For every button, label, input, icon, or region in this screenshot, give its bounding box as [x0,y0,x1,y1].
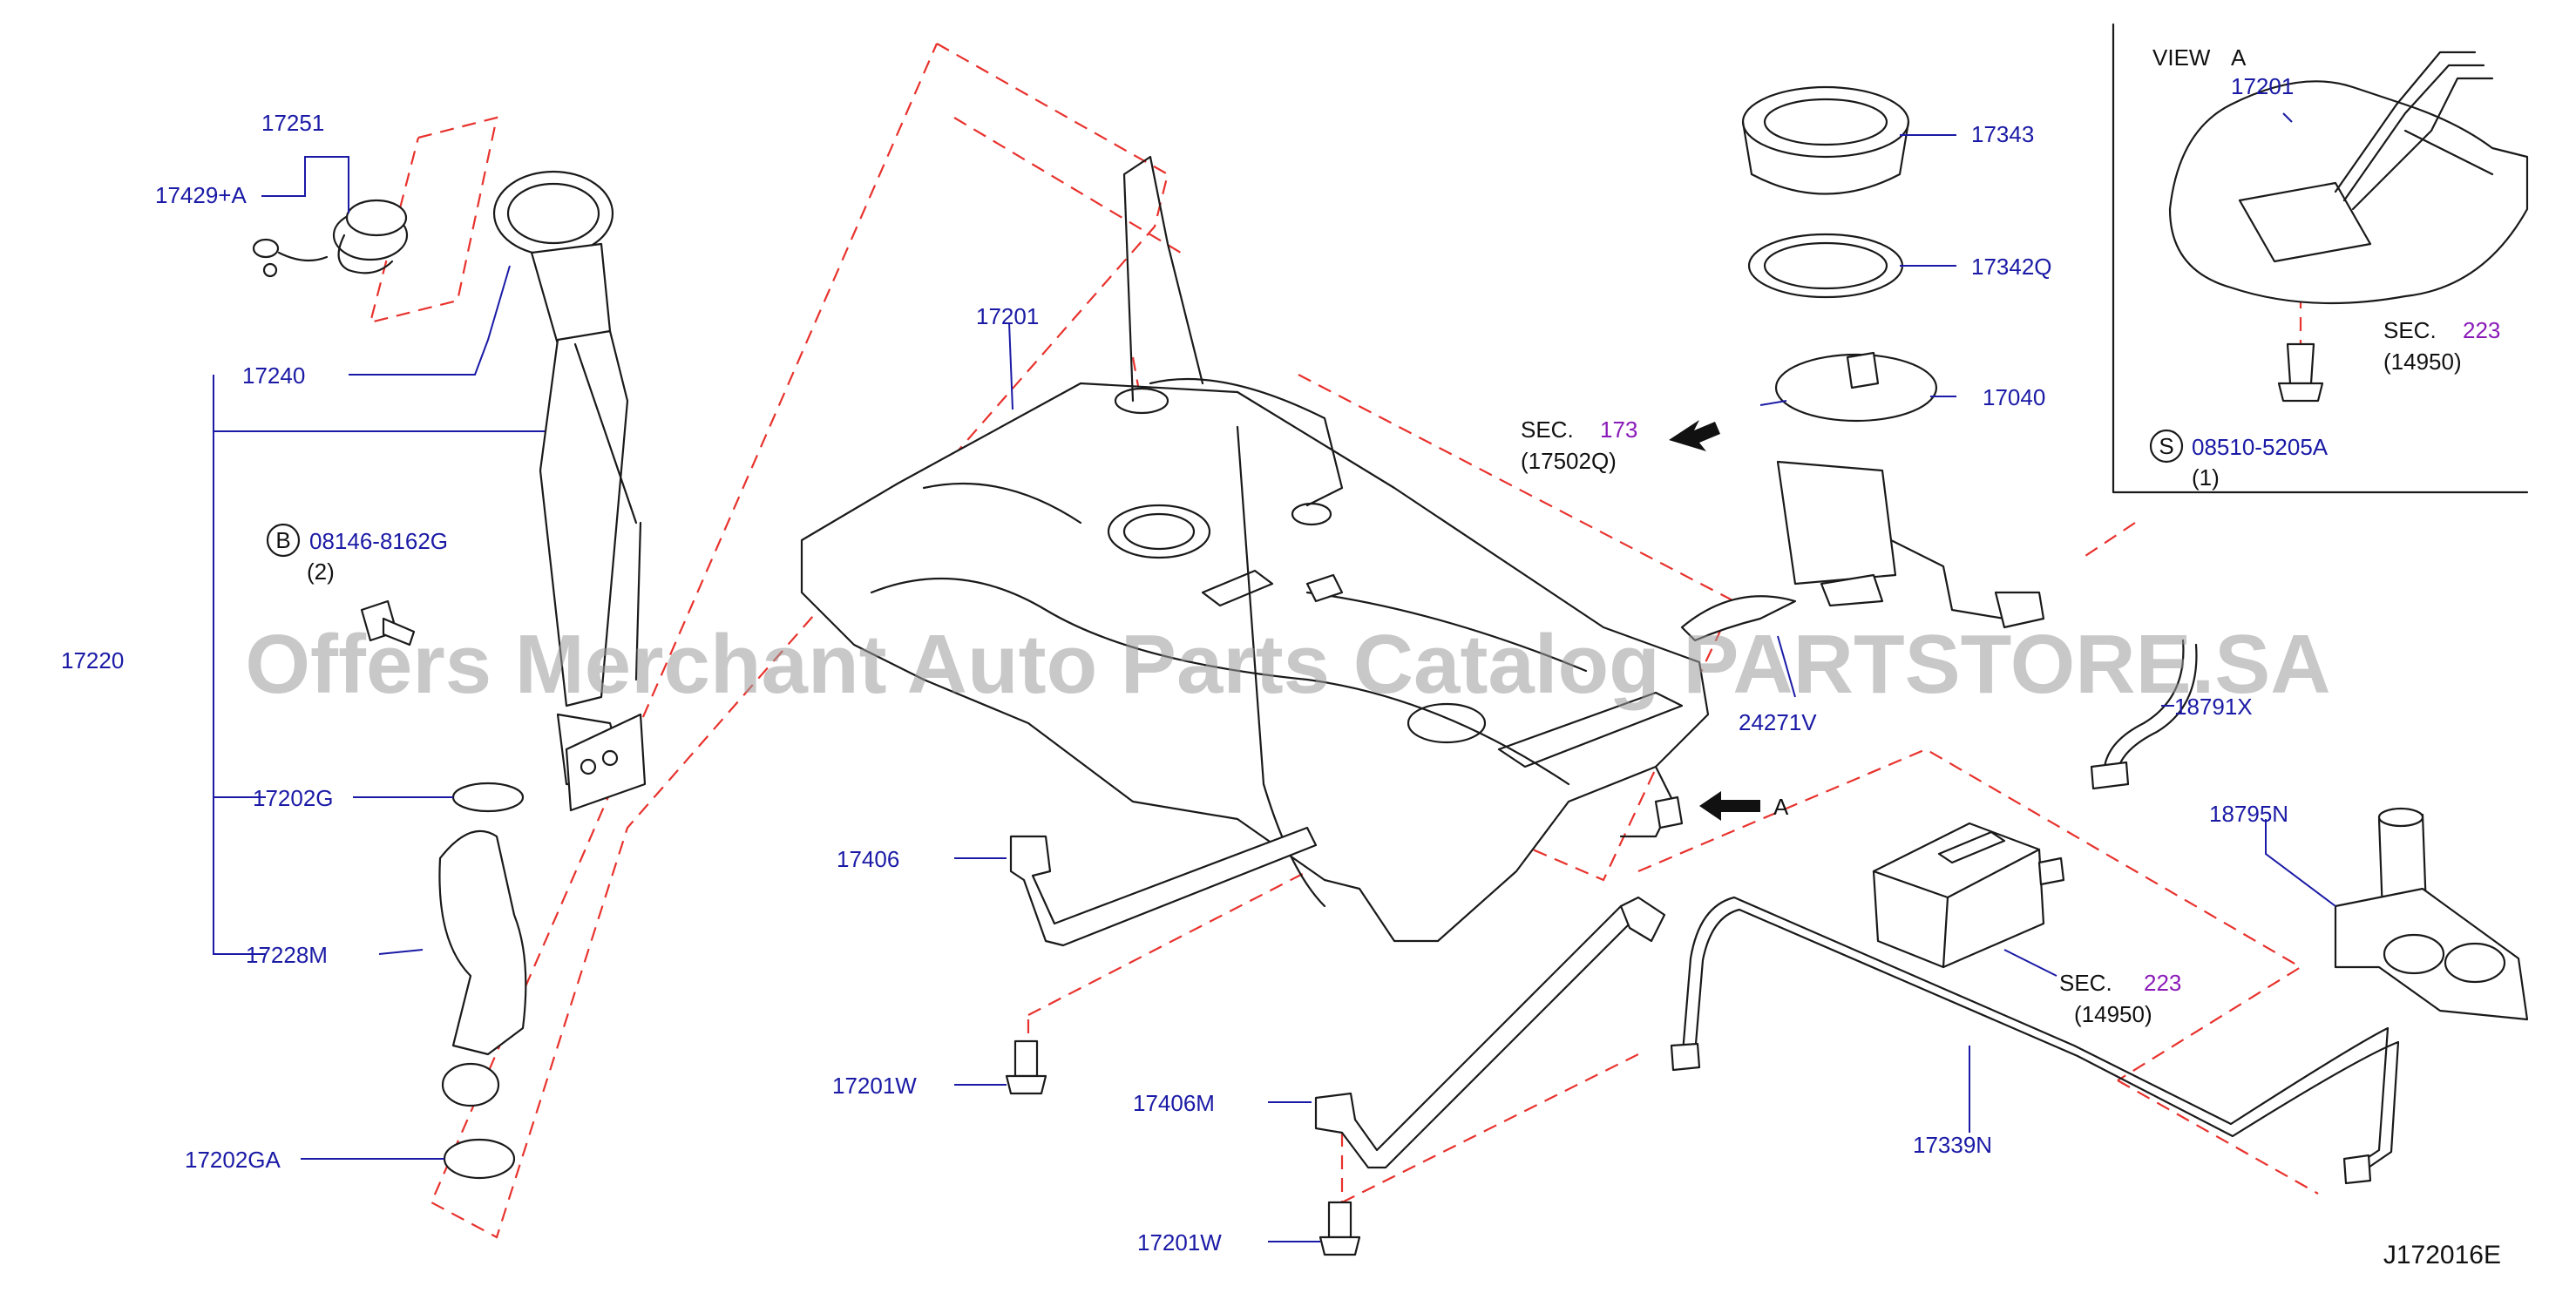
label-08510: 08510-5205A [2192,434,2329,460]
sec-223b-prefix: SEC. [2383,317,2437,343]
filler-cap [252,199,409,278]
label-17220: 17220 [61,647,124,674]
view-arrow [1699,791,1760,821]
label-17040: 17040 [1983,384,2045,410]
label-08146: 08146-8162G [309,528,448,554]
label-17202GA: 17202GA [185,1147,281,1173]
view-title: VIEW [2152,44,2211,71]
sec-223a-sub: (14950) [2074,1001,2152,1027]
qty-08146: (2) [307,558,335,585]
bolt-marker-b [266,523,301,558]
label-17202G: 17202G [253,785,334,811]
section-arrow [1669,420,1720,451]
fuel-pump-assembly [1741,85,2045,629]
label-17406: 17406 [837,846,899,872]
view-arrow-letter: A [1773,794,1789,820]
label-18791X: 18791X [2174,694,2253,720]
bolt-marker-s [2149,429,2184,464]
label-17201W-a: 17201W [832,1073,917,1099]
sec-223b-sub: (14950) [2383,349,2462,375]
evap-tube [1670,896,2400,1185]
bolt-marker-b-text: B [275,527,290,553]
label-17201: 17201 [976,303,1039,329]
sec-223a-number: 223 [2144,970,2181,996]
bolt-marker-s-text: S [2159,433,2173,459]
sec-173-number: 173 [1600,416,1637,443]
sec-223a-prefix: SEC. [2059,970,2112,996]
label-17342Q: 17342Q [1971,254,2052,280]
filler-neck [492,170,647,812]
qty-08510: (1) [2192,464,2220,491]
leader-lines [213,112,2336,1242]
sec-173-sub: (17502Q) [1521,448,1617,474]
vent-valve-bracket [2334,807,2529,1021]
label-24271V: 24271V [1739,709,1817,735]
watermark: Offers Merchant Auto Parts Catalog PARTS… [245,618,2330,711]
view-a-inset [2112,23,2529,494]
harness-clip [1680,595,1797,642]
label-17201-view: 17201 [2231,73,2294,99]
label-17343: 17343 [1971,121,2034,147]
tank-straps [1005,826,1666,1256]
bolt-08146 [360,599,416,646]
diagram-code: J172016E [2383,1241,2501,1269]
view-letter: A [2231,44,2247,71]
label-17240: 17240 [242,362,305,389]
label-17429: 17429+A [155,182,247,208]
sec-173-prefix: SEC. [1521,416,1574,443]
fuel-tank [800,155,1710,943]
label-17201W-b: 17201W [1137,1229,1222,1256]
label-17406M: 17406M [1133,1090,1215,1116]
label-17251: 17251 [261,110,324,136]
sec-223b-number: 223 [2463,317,2500,343]
label-17339N: 17339N [1913,1132,1992,1158]
label-18795N: 18795N [2209,801,2288,827]
vent-hose [2090,639,2198,790]
part-labels: 17251 17429+A 17240 B 08146-8162G (2) 17… [61,44,2500,1256]
evap-canister [1872,822,2065,969]
filler-hose [438,782,527,1180]
label-17228M: 17228M [246,942,328,968]
